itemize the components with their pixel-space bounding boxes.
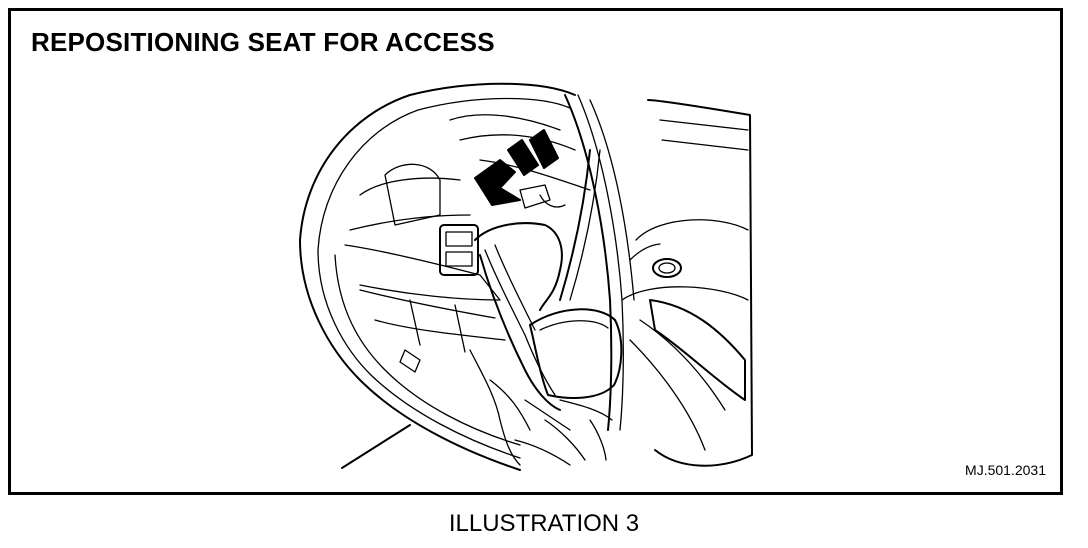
door-armrest xyxy=(649,299,746,401)
door-handle xyxy=(652,258,682,278)
figure-caption: ILLUSTRATION 3 xyxy=(448,510,640,537)
rear-seatback-top xyxy=(384,163,441,226)
arrow-head xyxy=(474,159,521,206)
seat-cushion-block xyxy=(529,308,623,399)
arrow-bar-1 xyxy=(507,139,539,176)
leader-line xyxy=(341,424,411,469)
open-door-panel xyxy=(647,99,753,467)
seat-hinge xyxy=(519,184,551,209)
sill-trim xyxy=(399,349,421,373)
door-opening-inner xyxy=(317,97,571,251)
seat-belt xyxy=(559,149,591,301)
arrow-bar-2 xyxy=(529,129,559,169)
lifted-seat-cushion xyxy=(474,222,563,311)
door-sill-curve xyxy=(299,239,521,471)
reference-code: MJ.501.2031 xyxy=(965,462,1046,478)
figure-title: REPOSITIONING SEAT FOR ACCESS xyxy=(31,27,495,57)
rear-door-frame xyxy=(564,94,613,431)
floor-carpet xyxy=(469,349,521,466)
forward-arrows xyxy=(474,129,559,206)
door-sill-inner xyxy=(317,249,521,459)
rear-console xyxy=(439,224,479,276)
illustration-frame: REPOSITIONING SEAT FOR ACCESS MJ.501.203… xyxy=(8,8,1063,495)
door-opening-outer xyxy=(299,82,576,241)
